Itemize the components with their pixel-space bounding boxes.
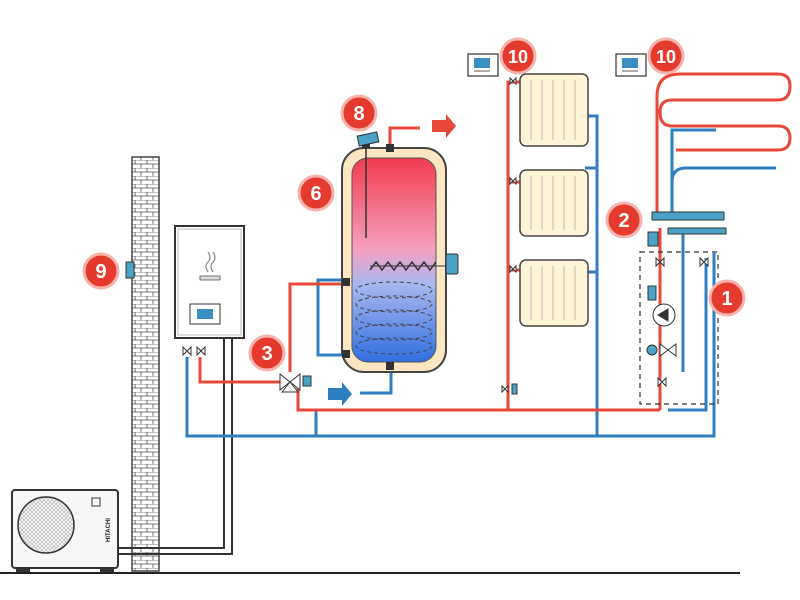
tank-temperature-sensor bbox=[356, 131, 380, 147]
cold-water-inlet-arrow bbox=[328, 382, 352, 406]
indoor-unit-valves bbox=[182, 345, 206, 357]
mixing-actuator bbox=[647, 231, 659, 247]
underfloor-manifold bbox=[647, 211, 727, 247]
flame-icon bbox=[205, 251, 216, 273]
mixing-station-outline bbox=[639, 251, 719, 405]
fan-grille-icon bbox=[17, 496, 75, 554]
underfloor-heating-coil bbox=[655, 72, 792, 213]
room-thermostat bbox=[467, 53, 499, 77]
svg-text:10: 10 bbox=[508, 47, 528, 67]
brick-wall bbox=[131, 156, 160, 572]
refrigerant-line bbox=[118, 330, 225, 549]
callout-badge-10: 10 bbox=[647, 37, 685, 75]
svg-text:8: 8 bbox=[353, 103, 364, 125]
outdoor-unit-brand: HITACHI bbox=[106, 518, 112, 542]
radiator bbox=[519, 73, 589, 147]
svg-text:2: 2 bbox=[618, 210, 629, 232]
three-way-valve bbox=[279, 372, 312, 393]
callout-badge-8: 8 bbox=[340, 94, 378, 132]
indoor-unit bbox=[174, 225, 245, 339]
svg-text:1: 1 bbox=[721, 288, 732, 310]
cold-return-pipes bbox=[185, 114, 716, 438]
svg-text:3: 3 bbox=[261, 343, 272, 365]
hot-water-outlet-arrow bbox=[432, 114, 456, 138]
heat-exchanger-coil bbox=[355, 281, 433, 355]
callout-badge-10: 10 bbox=[499, 37, 537, 75]
callout-badge-2: 2 bbox=[605, 201, 643, 239]
callout-badge-1: 1 bbox=[708, 279, 746, 317]
heater-connection-box bbox=[445, 253, 459, 275]
refrigerant-line bbox=[118, 330, 233, 555]
outdoor-heat-pump-unit: HITACHI bbox=[11, 489, 119, 572]
mixing-station-components bbox=[646, 256, 709, 388]
callout-badge-9: 9 bbox=[82, 252, 120, 290]
hot-water-tank bbox=[341, 140, 459, 373]
callout-badge-6: 6 bbox=[297, 174, 335, 212]
radiator-valves bbox=[501, 76, 518, 395]
radiator bbox=[519, 169, 589, 237]
outdoor-temperature-sensor bbox=[125, 261, 135, 279]
svg-text:10: 10 bbox=[656, 47, 676, 67]
svg-text:9: 9 bbox=[95, 261, 106, 283]
underfloor-return-loop bbox=[670, 166, 776, 212]
room-thermostat bbox=[615, 53, 647, 77]
radiator bbox=[519, 259, 589, 327]
svg-text:6: 6 bbox=[310, 183, 321, 205]
indoor-unit-screen bbox=[197, 309, 213, 319]
callout-badge-3: 3 bbox=[248, 334, 286, 372]
